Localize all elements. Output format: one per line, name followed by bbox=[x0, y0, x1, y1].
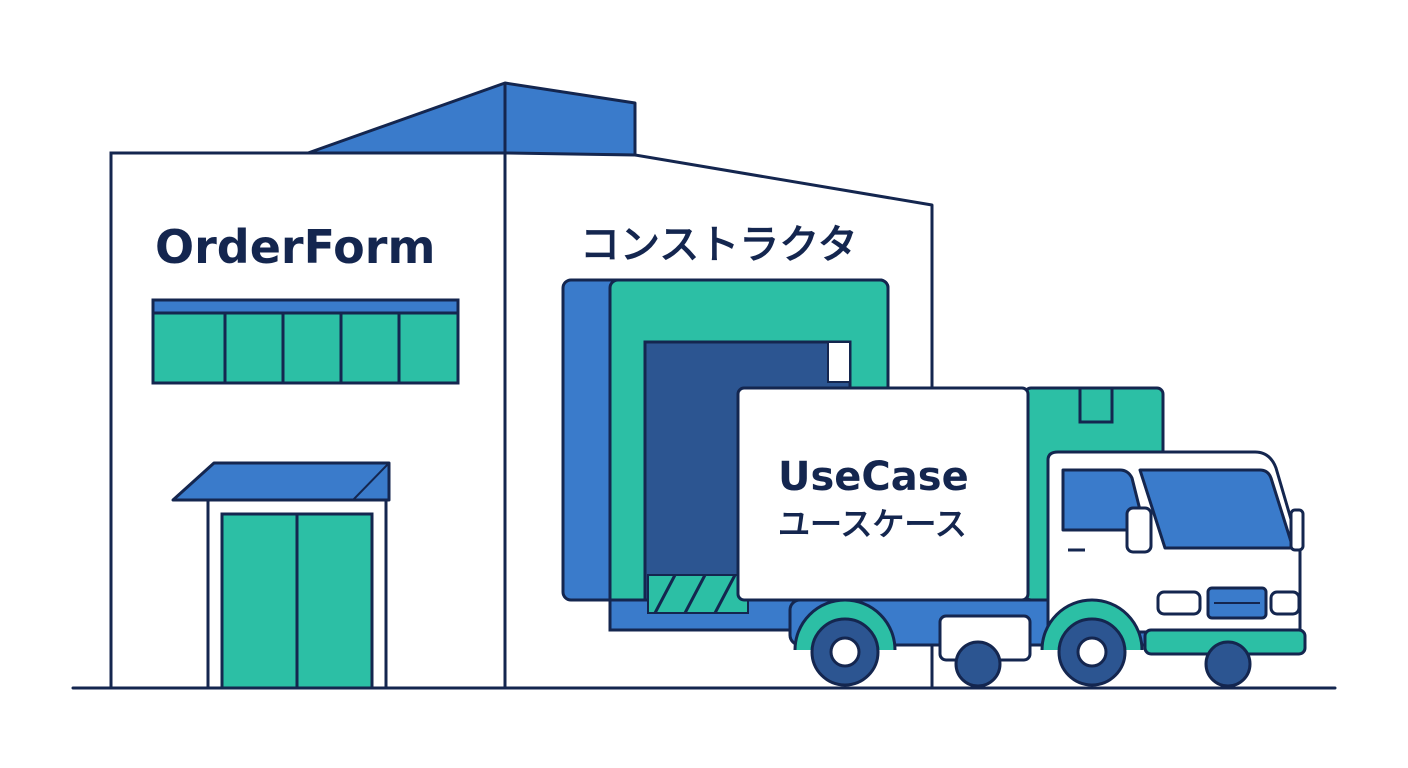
box-icon bbox=[1078, 386, 1114, 424]
truck-label-ja: ユースケース bbox=[778, 505, 967, 543]
wheel-rear bbox=[810, 617, 880, 687]
side-mirror bbox=[1125, 506, 1153, 554]
headlight-left bbox=[1156, 590, 1202, 616]
window-strip bbox=[151, 298, 460, 385]
dock-label: コンストラクタ bbox=[580, 222, 858, 268]
entrance-door bbox=[171, 461, 391, 690]
wheel-front bbox=[1057, 617, 1127, 687]
warehouse-building: OrderForm コンストラクタ bbox=[109, 81, 934, 690]
headlight-right bbox=[1269, 590, 1301, 616]
building-label: OrderForm bbox=[155, 220, 435, 274]
wheel-middle bbox=[954, 640, 1002, 688]
truck: UseCase ユースケース bbox=[736, 386, 1307, 688]
wheel-cab bbox=[1204, 640, 1252, 688]
windshield bbox=[1138, 468, 1295, 550]
truck-side-panel bbox=[736, 386, 1030, 602]
roof-top bbox=[306, 81, 637, 157]
truck-label-en: UseCase bbox=[778, 454, 969, 500]
